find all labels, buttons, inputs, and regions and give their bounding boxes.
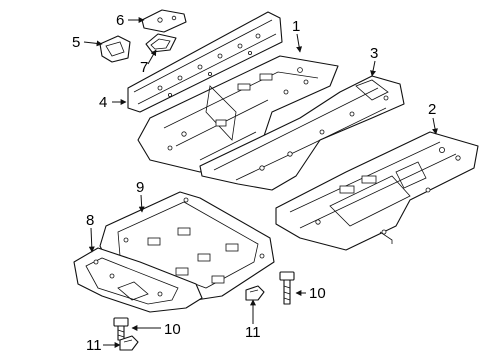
part-10-bolt-left[interactable] xyxy=(113,317,129,341)
callout-5: 5 xyxy=(72,34,80,51)
part-4-side-rail[interactable] xyxy=(127,11,283,113)
callout-2: 2 xyxy=(428,101,436,118)
part-8-lower-cover[interactable] xyxy=(73,247,203,313)
callout-4: 4 xyxy=(99,94,107,111)
leader-lines xyxy=(83,17,438,348)
part-2-rear-floor[interactable] xyxy=(275,131,479,251)
part-6-bracket[interactable] xyxy=(141,9,187,33)
callout-11-left: 11 xyxy=(86,337,102,354)
part-3-center-member[interactable] xyxy=(199,75,405,191)
callout-11-right: 11 xyxy=(245,324,261,341)
part-11-clip-right[interactable] xyxy=(245,285,265,301)
callout-8: 8 xyxy=(86,212,94,229)
part-11-clip-left[interactable] xyxy=(119,335,139,351)
callout-7: 7 xyxy=(140,59,148,76)
part-5-bracket[interactable] xyxy=(99,35,131,63)
callout-6: 6 xyxy=(116,12,124,29)
callout-10-left: 10 xyxy=(164,321,181,338)
part-1-front-floor[interactable] xyxy=(137,55,339,173)
callout-10-right: 10 xyxy=(309,285,326,302)
part-7-ring[interactable] xyxy=(145,33,177,53)
callout-1: 1 xyxy=(292,18,300,35)
callout-9: 9 xyxy=(136,179,144,196)
part-10-bolt-right[interactable] xyxy=(279,271,295,305)
callout-3: 3 xyxy=(370,45,378,62)
